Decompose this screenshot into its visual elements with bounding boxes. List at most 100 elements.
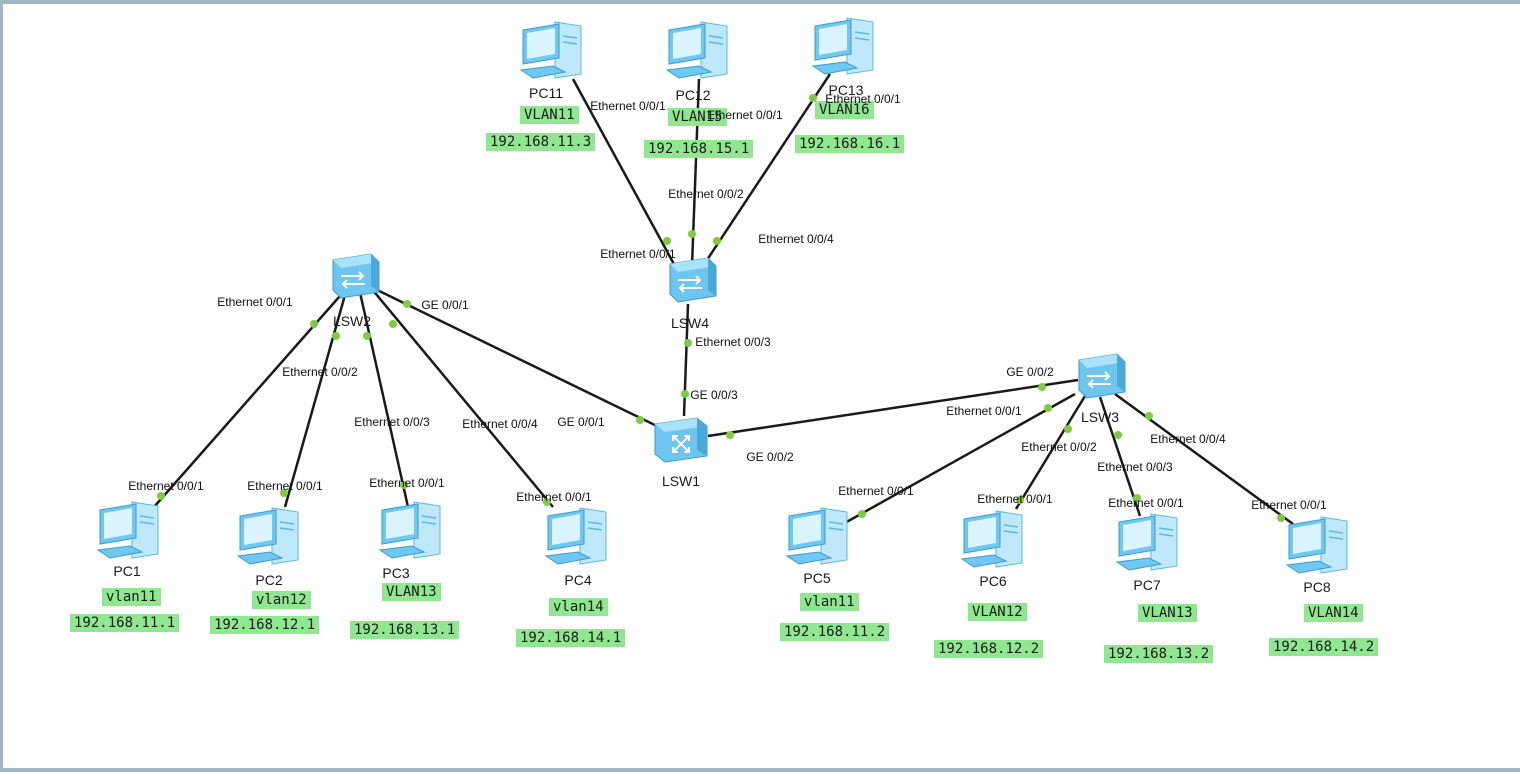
pc5-vlan-tag: vlan11	[800, 593, 859, 611]
link-lsw2-lsw1	[374, 287, 664, 431]
pc1-ip-tag: 192.168.11.1	[70, 614, 180, 632]
link-lsw2-pc1	[153, 287, 348, 508]
port-label: Ethernet 0/0/2	[282, 365, 358, 379]
pc6-vlan-tag: VLAN12	[968, 603, 1027, 621]
port-dot	[389, 320, 397, 328]
lsw3-label: LSW3	[1080, 409, 1120, 425]
pc4-ip-tag: 192.168.14.1	[516, 629, 626, 647]
port-label: Ethernet 0/0/1	[977, 492, 1053, 506]
pc6-computer-icon[interactable]	[960, 507, 1026, 571]
pc13-computer-icon[interactable]	[811, 14, 877, 78]
link-lsw3-pc8	[1114, 392, 1294, 526]
link-lsw3-pc5	[842, 392, 1076, 526]
port-label: Ethernet 0/0/1	[838, 484, 914, 498]
port-dot	[713, 237, 721, 245]
port-dot	[1133, 494, 1141, 502]
port-label: Ethernet 0/0/3	[1097, 460, 1173, 474]
port-label: Ethernet 0/0/1	[1108, 496, 1184, 510]
link-lsw2-pc3	[357, 287, 410, 508]
pc5-label: PC5	[803, 570, 831, 586]
port-dot	[688, 230, 696, 238]
port-label: Ethernet 0/0/4	[1150, 432, 1226, 446]
pc12-label: PC12	[675, 87, 711, 103]
pc3-vlan-tag: VLAN13	[382, 583, 441, 601]
port-dot	[157, 492, 165, 500]
port-label: Ethernet 0/0/1	[217, 295, 293, 309]
pc2-ip-tag: 192.168.12.1	[210, 616, 320, 634]
pc12-computer-icon[interactable]	[665, 18, 731, 82]
pc3-computer-icon[interactable]	[378, 498, 444, 562]
port-label: GE 0/0/1	[421, 298, 469, 312]
pc11-vlan-tag: VLAN11	[520, 106, 579, 124]
port-label: Ethernet 0/0/1	[600, 247, 676, 261]
port-label: Ethernet 0/0/1	[825, 92, 901, 106]
lsw2-label: LSW2	[332, 313, 372, 329]
pc7-ip-tag: 192.168.13.2	[1104, 645, 1214, 663]
pc7-vlan-tag: VLAN13	[1138, 604, 1197, 622]
port-dot	[280, 489, 288, 497]
port-dot	[663, 237, 671, 245]
link-lsw4-pc11	[571, 78, 677, 267]
link-lsw3-pc7	[1098, 396, 1142, 517]
pc7-label: PC7	[1133, 577, 1161, 593]
link-lsw4-pc13	[701, 73, 832, 267]
lsw3-switch-icon[interactable]	[1071, 352, 1127, 402]
port-dot	[681, 390, 689, 398]
port-dot	[400, 481, 408, 489]
pc1-label: PC1	[113, 563, 141, 579]
pc6-ip-tag: 192.168.12.2	[934, 640, 1044, 658]
pc13-ip-tag: 192.168.16.1	[795, 135, 905, 153]
lsw4-label: LSW4	[670, 315, 710, 331]
port-label: GE 0/0/2	[746, 450, 794, 464]
pc4-label: PC4	[564, 572, 592, 588]
lsw4-switch-icon[interactable]	[662, 256, 718, 306]
pc7-computer-icon[interactable]	[1115, 510, 1181, 574]
port-dot	[1145, 412, 1153, 420]
port-dot	[1016, 496, 1024, 504]
pc11-computer-icon[interactable]	[519, 18, 585, 82]
pc8-computer-icon[interactable]	[1285, 513, 1351, 577]
lsw1-label: LSW1	[661, 473, 701, 489]
port-dot	[1277, 514, 1285, 522]
pc11-label: PC11	[529, 85, 563, 101]
port-label: GE 0/0/2	[1006, 365, 1054, 379]
link-lsw3-pc6	[1014, 395, 1087, 510]
pc4-computer-icon[interactable]	[544, 504, 610, 568]
pc3-label: PC3	[382, 565, 410, 581]
port-label: Ethernet 0/0/1	[946, 404, 1022, 418]
port-dot	[809, 94, 817, 102]
lsw2-switch-icon[interactable]	[325, 252, 381, 302]
pc5-computer-icon[interactable]	[785, 504, 851, 568]
link-layer	[153, 73, 1294, 526]
port-label: Ethernet 0/0/4	[758, 232, 834, 246]
port-label: Ethernet 0/0/3	[354, 415, 430, 429]
link-lsw1-lsw3	[707, 378, 1079, 438]
pc5-ip-tag: 192.168.11.2	[780, 623, 890, 641]
pc8-vlan-tag: VLAN14	[1304, 604, 1363, 622]
port-label: Ethernet 0/0/1	[707, 108, 783, 122]
port-dot	[403, 300, 411, 308]
port-dot	[1064, 425, 1072, 433]
port-label: GE 0/0/1	[557, 415, 605, 429]
pc8-ip-tag: 192.168.14.2	[1269, 638, 1379, 656]
port-label: Ethernet 0/0/1	[128, 479, 204, 493]
pc3-ip-tag: 192.168.13.1	[350, 621, 460, 639]
link-lsw2-pc4	[370, 287, 554, 508]
port-dot	[726, 431, 734, 439]
lsw1-router-switch-icon[interactable]	[651, 414, 711, 466]
pc2-computer-icon[interactable]	[236, 504, 302, 568]
pc6-label: PC6	[979, 573, 1007, 589]
pc1-computer-icon[interactable]	[96, 498, 162, 562]
pc4-vlan-tag: vlan14	[549, 598, 608, 616]
port-label: Ethernet 0/0/1	[590, 99, 666, 113]
port-label: Ethernet 0/0/4	[462, 417, 538, 431]
pc11-ip-tag: 192.168.11.3	[486, 133, 596, 151]
pc1-vlan-tag: vlan11	[102, 588, 161, 606]
port-dot	[684, 339, 692, 347]
port-label: Ethernet 0/0/1	[247, 479, 323, 493]
port-label: Ethernet 0/0/3	[695, 335, 771, 349]
port-label: Ethernet 0/0/1	[1251, 498, 1327, 512]
port-dot	[332, 332, 340, 340]
port-label: Ethernet 0/0/1	[516, 490, 592, 504]
